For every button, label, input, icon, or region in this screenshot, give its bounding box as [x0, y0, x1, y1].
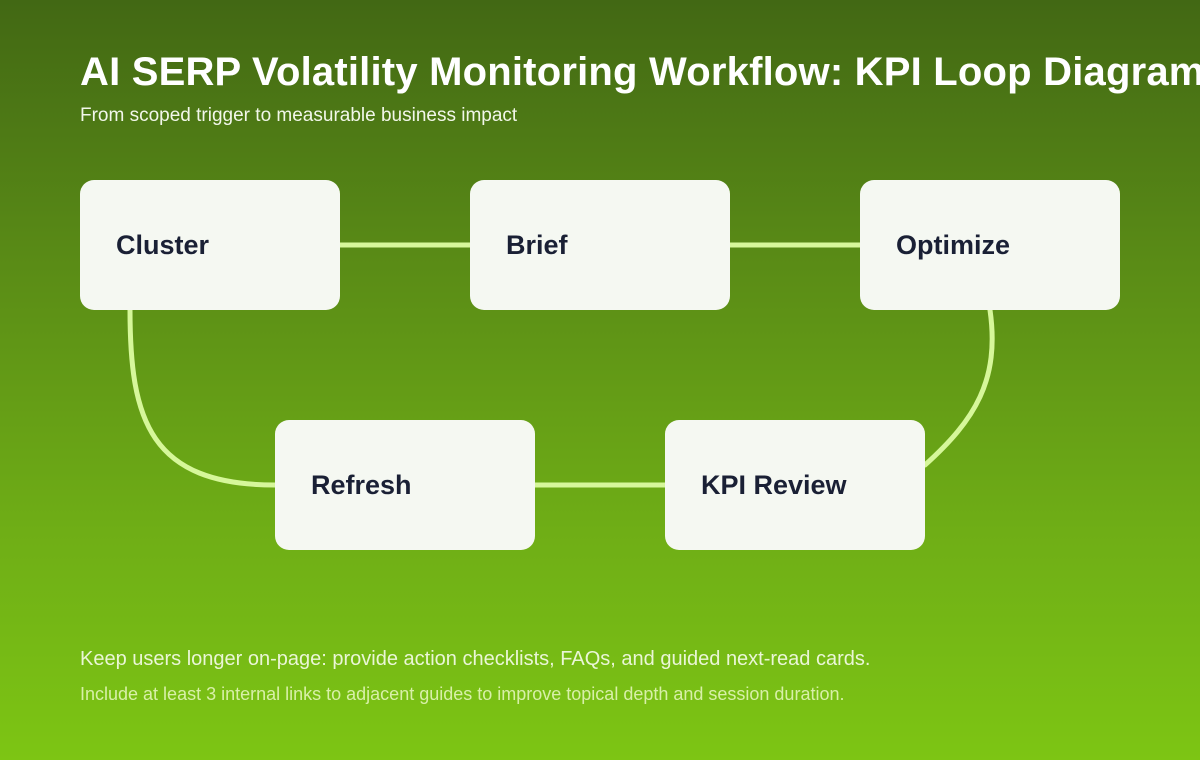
node-cluster-label: Cluster — [116, 229, 210, 260]
node-refresh-label: Refresh — [311, 469, 412, 500]
footer-note-internal-links: Include at least 3 internal links to adj… — [80, 684, 845, 704]
node-brief: Brief — [470, 180, 730, 310]
footer-note-engagement: Keep users longer on-page: provide actio… — [80, 648, 871, 670]
node-optimize: Optimize — [860, 180, 1120, 310]
node-kpi-review: KPI Review — [665, 420, 925, 550]
diagram-subtitle: From scoped trigger to measurable busine… — [80, 105, 518, 126]
connector-optimize-kpi-review — [922, 307, 995, 468]
node-optimize-label: Optimize — [896, 229, 1011, 260]
node-refresh: Refresh — [275, 420, 535, 550]
node-brief-label: Brief — [506, 229, 568, 260]
node-kpi-review-label: KPI Review — [701, 469, 847, 500]
connector-refresh-cluster — [127, 307, 278, 488]
node-cluster: Cluster — [80, 180, 340, 310]
diagram-title: AI SERP Volatility Monitoring Workflow: … — [80, 50, 1200, 94]
